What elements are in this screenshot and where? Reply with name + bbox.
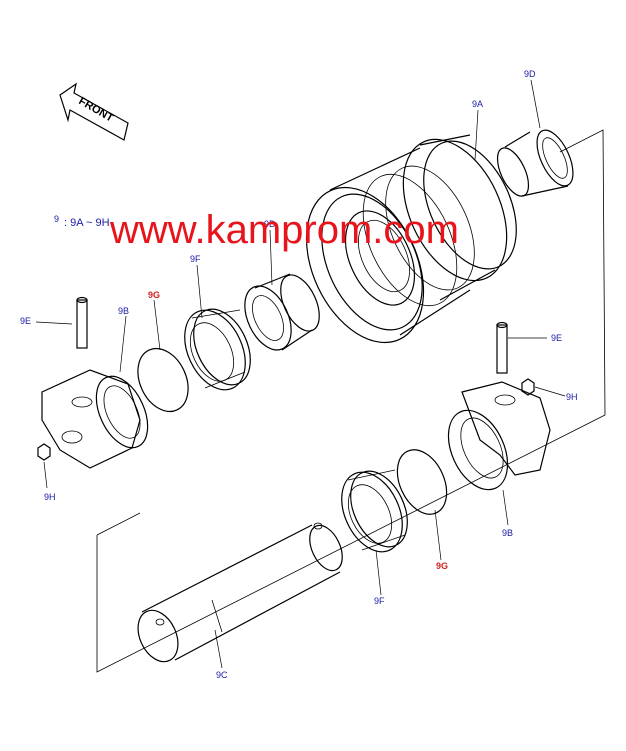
pin-right <box>496 321 508 374</box>
legend: 9 : 9A ~ 9H <box>54 214 110 229</box>
callout-9g-left: 9G <box>148 290 160 300</box>
callout-9b-left: 9B <box>118 306 129 316</box>
callout-9e-left: 9E <box>20 316 31 326</box>
callout-9e-right: 9E <box>551 333 562 343</box>
callout-9f-right: 9F <box>374 596 385 606</box>
bracket-right <box>447 381 551 491</box>
leader-lines <box>35 79 566 669</box>
pin-left <box>76 296 88 349</box>
bracket-left <box>41 369 149 469</box>
seal-right <box>341 469 408 553</box>
oring-left <box>137 347 189 413</box>
callout-9d-mid: 9D <box>264 219 276 229</box>
callout-9b-right: 9B <box>502 528 513 538</box>
legend-ref: 9 <box>54 214 59 224</box>
front-arrow-label: FRONT <box>77 95 116 124</box>
collar-top <box>496 129 574 197</box>
watermark-text: www.kamprom.com <box>109 208 459 252</box>
callout-9g-right: 9G <box>436 561 448 571</box>
callout-9d-top: 9D <box>524 69 536 79</box>
bolt-left <box>37 443 51 461</box>
front-arrow: FRONT <box>59 82 129 141</box>
callout-9h-left: 9H <box>44 492 56 502</box>
callout-9f-left: 9F <box>190 254 201 264</box>
collar-mid <box>244 273 320 351</box>
callout-9h-right: 9H <box>566 392 578 402</box>
shaft <box>137 522 343 663</box>
assembly-outline <box>96 129 606 673</box>
oring-right <box>396 449 448 515</box>
seal-left <box>184 308 251 391</box>
callout-9c: 9C <box>216 670 228 680</box>
roller-body <box>305 134 517 344</box>
legend-text: : 9A ~ 9H <box>64 217 110 229</box>
callout-9a: 9A <box>472 99 483 109</box>
